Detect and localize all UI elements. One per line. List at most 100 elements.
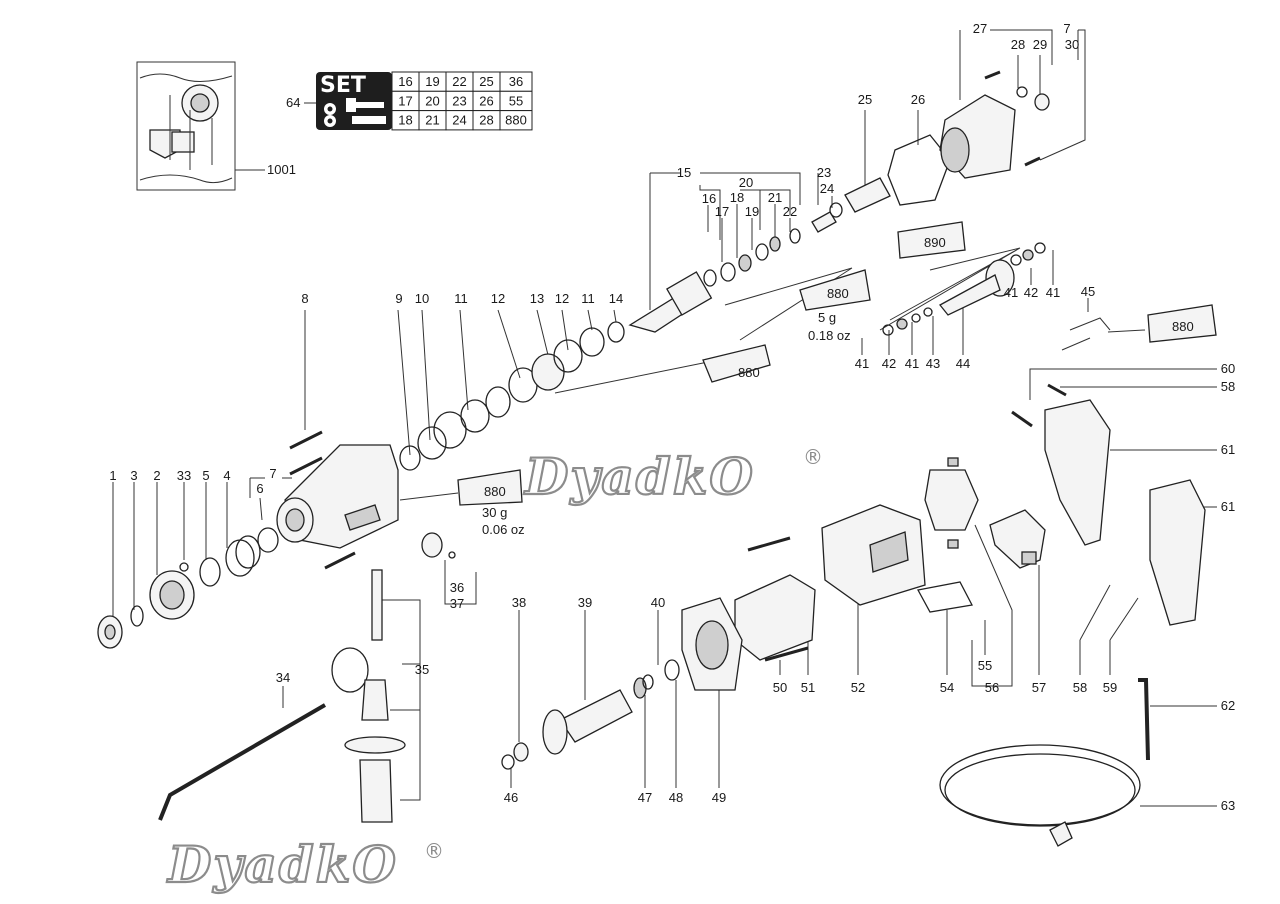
grease-tube: 890	[897, 221, 966, 259]
grease-tube: 880	[702, 344, 771, 383]
callout-label: 60	[1221, 361, 1235, 376]
callout-label: 4	[223, 468, 230, 483]
tube-amount: 5 g	[818, 310, 836, 325]
callout-label: 45	[1081, 284, 1095, 299]
grease-tube: 880 5 g 0.18 oz	[799, 269, 871, 343]
callout-label: 34	[276, 670, 290, 685]
callout-label: 3	[130, 468, 137, 483]
callout-label: 11	[581, 291, 595, 306]
callout-label: 42	[1024, 285, 1038, 300]
callout-label: 22	[783, 204, 797, 219]
callout-label: 29	[1033, 37, 1047, 52]
callout-label: 57	[1032, 680, 1046, 695]
callout-label: 61	[1221, 499, 1235, 514]
set-cell-value: 18	[398, 113, 412, 128]
callout-label: 14	[609, 291, 623, 306]
set-cell-value: 21	[425, 113, 439, 128]
set-cell-value: 24	[452, 113, 466, 128]
set-cell-value: 22	[452, 74, 466, 89]
callout-label: 19	[745, 204, 759, 219]
callout-label: 33	[177, 468, 191, 483]
callout-label: 8	[301, 291, 308, 306]
callout-label: 59	[1103, 680, 1117, 695]
set-cell-value: 880	[505, 113, 527, 128]
callout-label: 25	[858, 92, 872, 107]
tube-code: 880	[1172, 319, 1194, 334]
callout-label: 50	[773, 680, 787, 695]
watermark-mark: ®	[803, 445, 823, 469]
set-cell-value: 16	[398, 74, 412, 89]
set-cell-value: 36	[509, 74, 523, 89]
callout-label: 44	[956, 356, 970, 371]
callout-label: 41	[905, 356, 919, 371]
watermark-mark: ®	[424, 839, 444, 863]
callout-label: 54	[940, 680, 954, 695]
callout-label: 30	[1065, 37, 1079, 52]
grease-tube: 880 30 g 0.06 oz	[457, 469, 525, 537]
tube-code: 880	[484, 484, 506, 499]
callout-label: 46	[504, 790, 518, 805]
callout-label: 28	[1011, 37, 1025, 52]
watermark: DyadkO ®	[522, 445, 823, 507]
callout-label: 21	[768, 190, 782, 205]
callout-label: 7	[1063, 21, 1070, 36]
callout-label: 35	[415, 662, 429, 677]
set-cell-value: 26	[479, 93, 493, 108]
callout-label: 1001	[267, 162, 296, 177]
callout-label: 61	[1221, 442, 1235, 457]
callout-label: 12	[555, 291, 569, 306]
callout-label: 1	[109, 468, 116, 483]
watermark-text: DyadkO	[523, 447, 755, 506]
callout-label: 36	[450, 580, 464, 595]
callout-label: 9	[395, 291, 402, 306]
set-cell-value: 25	[479, 74, 493, 89]
callout-label: 58	[1221, 379, 1235, 394]
callout-label: 5	[202, 468, 209, 483]
callout-label: 27	[973, 21, 987, 36]
callout-label: 10	[415, 291, 429, 306]
callout-label: 20	[739, 175, 753, 190]
callout-label: 58	[1073, 680, 1087, 695]
callout-label: 18	[730, 190, 744, 205]
callout-label: 41	[1046, 285, 1060, 300]
callout-label: 52	[851, 680, 865, 695]
callout-label: 17	[715, 204, 729, 219]
grease-tube: 880	[1147, 304, 1217, 343]
callout-label: 7	[269, 466, 276, 481]
watermark: DyadkO ®	[165, 834, 444, 895]
callout-label: 6	[256, 481, 263, 496]
set-title: SET	[320, 73, 366, 98]
callout-label: 15	[677, 165, 691, 180]
set-cell-value: 17	[398, 93, 412, 108]
callout-label: 38	[512, 595, 526, 610]
set-cell-value: 55	[509, 93, 523, 108]
callout-label: 13	[530, 291, 544, 306]
tube-amount-alt: 0.18 oz	[808, 328, 851, 343]
callout-label: 2	[153, 468, 160, 483]
tube-code: 880	[738, 365, 760, 380]
callout-label: 24	[820, 181, 834, 196]
set-cell-value: 28	[479, 113, 493, 128]
callout-label: 56	[985, 680, 999, 695]
callout-label: 51	[801, 680, 815, 695]
callout-label: 11	[454, 291, 468, 306]
callout-label: 41	[1004, 285, 1018, 300]
callout-label: 39	[578, 595, 592, 610]
set-cell	[499, 110, 533, 131]
tube-amount-alt: 0.06 oz	[482, 522, 525, 537]
callout-label: 16	[702, 191, 716, 206]
set-cell-value: 19	[425, 74, 439, 89]
tube-code: 890	[924, 235, 946, 250]
callout-label: 49	[712, 790, 726, 805]
callout-label: 43	[926, 356, 940, 371]
part-drawings	[97, 70, 1206, 847]
callout-label: 63	[1221, 798, 1235, 813]
set-cell-value: 20	[425, 93, 439, 108]
tube-amount: 30 g	[482, 505, 507, 520]
callout-label: 23	[817, 165, 831, 180]
callout-label: 64	[286, 95, 300, 110]
callout-label: 26	[911, 92, 925, 107]
